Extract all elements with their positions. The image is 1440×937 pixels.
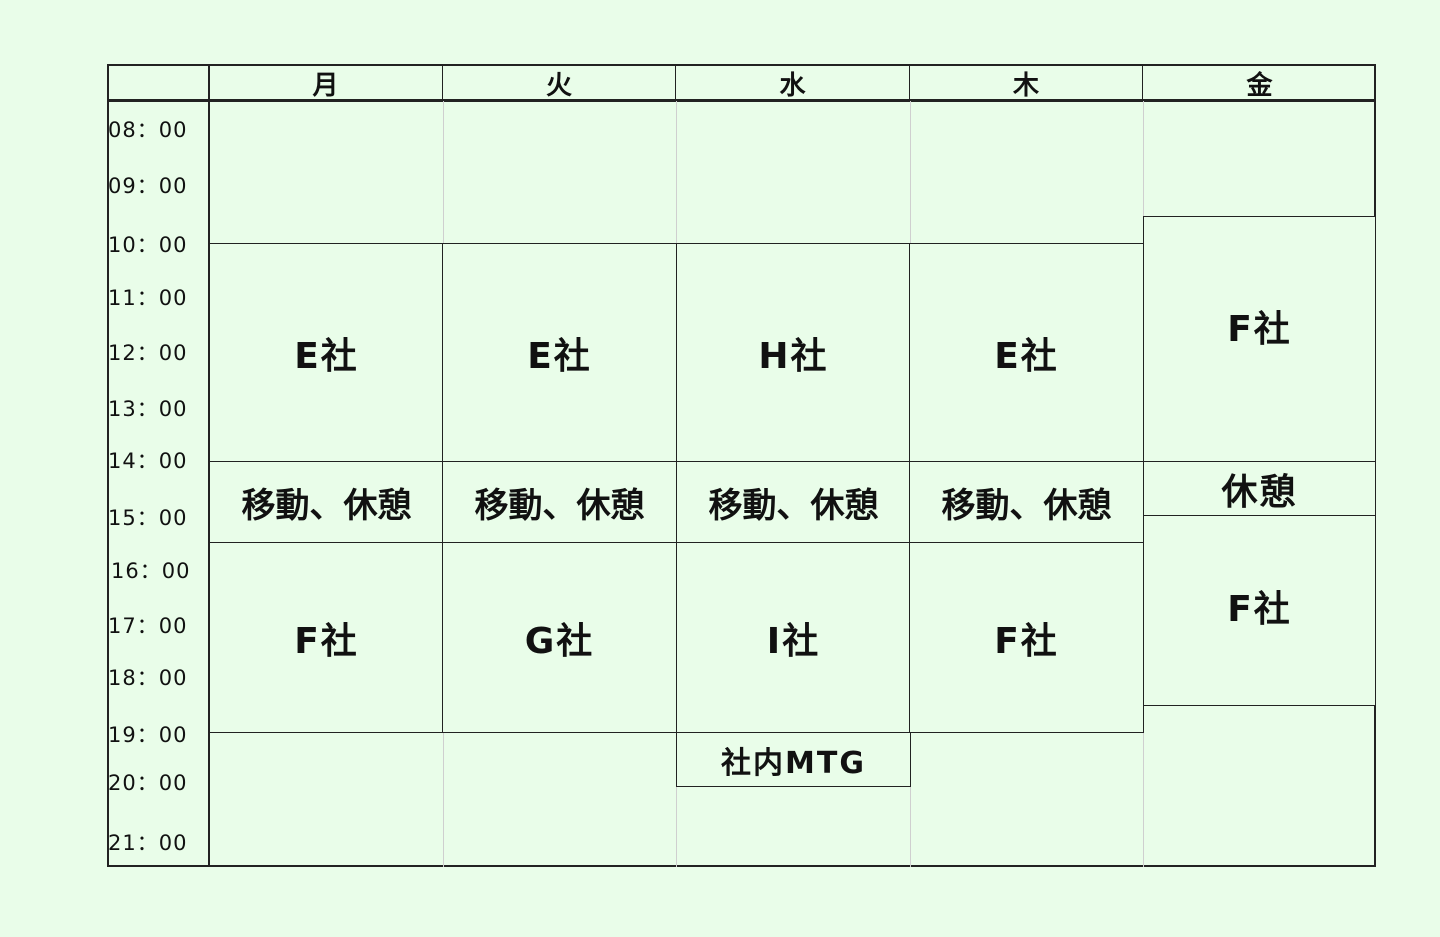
event-tue-e[interactable]: E社 <box>442 243 677 462</box>
time-label: 09：00 <box>108 174 188 198</box>
header-divider <box>107 99 1376 102</box>
event-wed-internal-mtg[interactable]: 社内MTG <box>676 732 911 787</box>
event-wed-i[interactable]: I社 <box>676 542 911 733</box>
header-day-fri: 金 <box>1246 71 1273 101</box>
time-label: 16：00 <box>111 559 191 583</box>
event-wed-h[interactable]: H社 <box>676 243 911 462</box>
time-label: 12：00 <box>108 341 188 365</box>
event-mon-e[interactable]: E社 <box>209 243 444 462</box>
time-label: 14：00 <box>108 449 188 473</box>
time-label: 18：00 <box>108 666 188 690</box>
time-label: 21：00 <box>108 831 188 855</box>
time-label: 15：00 <box>108 506 188 530</box>
event-thu-f[interactable]: F社 <box>909 542 1144 733</box>
header-day-wed: 水 <box>676 64 910 101</box>
time-label: 17：00 <box>108 614 188 638</box>
event-wed-break[interactable]: 移動、休憩 <box>676 461 911 543</box>
time-label: 10：00 <box>108 233 188 257</box>
header-day-thu: 木 <box>910 64 1143 101</box>
event-fri-f-afternoon[interactable]: F社 <box>1143 515 1376 706</box>
time-label: 19：00 <box>108 723 188 747</box>
event-thu-break[interactable]: 移動、休憩 <box>909 461 1144 543</box>
event-thu-e[interactable]: E社 <box>909 243 1144 462</box>
header-day-tue: 火 <box>443 64 676 101</box>
event-tue-break[interactable]: 移動、休憩 <box>442 461 677 543</box>
event-fri-f-morning[interactable]: F社 <box>1143 216 1376 462</box>
time-label: 13：00 <box>108 397 188 421</box>
header-corner <box>107 64 209 101</box>
header-day-mon: 月 <box>209 64 443 101</box>
event-mon-break[interactable]: 移動、休憩 <box>209 461 444 543</box>
event-fri-break[interactable]: 休憩 <box>1143 461 1376 516</box>
time-label: 08：00 <box>108 118 188 142</box>
event-tue-g[interactable]: G社 <box>442 542 677 733</box>
time-label: 11：00 <box>108 286 188 310</box>
event-mon-f[interactable]: F社 <box>209 542 444 733</box>
time-label: 20：00 <box>108 771 188 795</box>
